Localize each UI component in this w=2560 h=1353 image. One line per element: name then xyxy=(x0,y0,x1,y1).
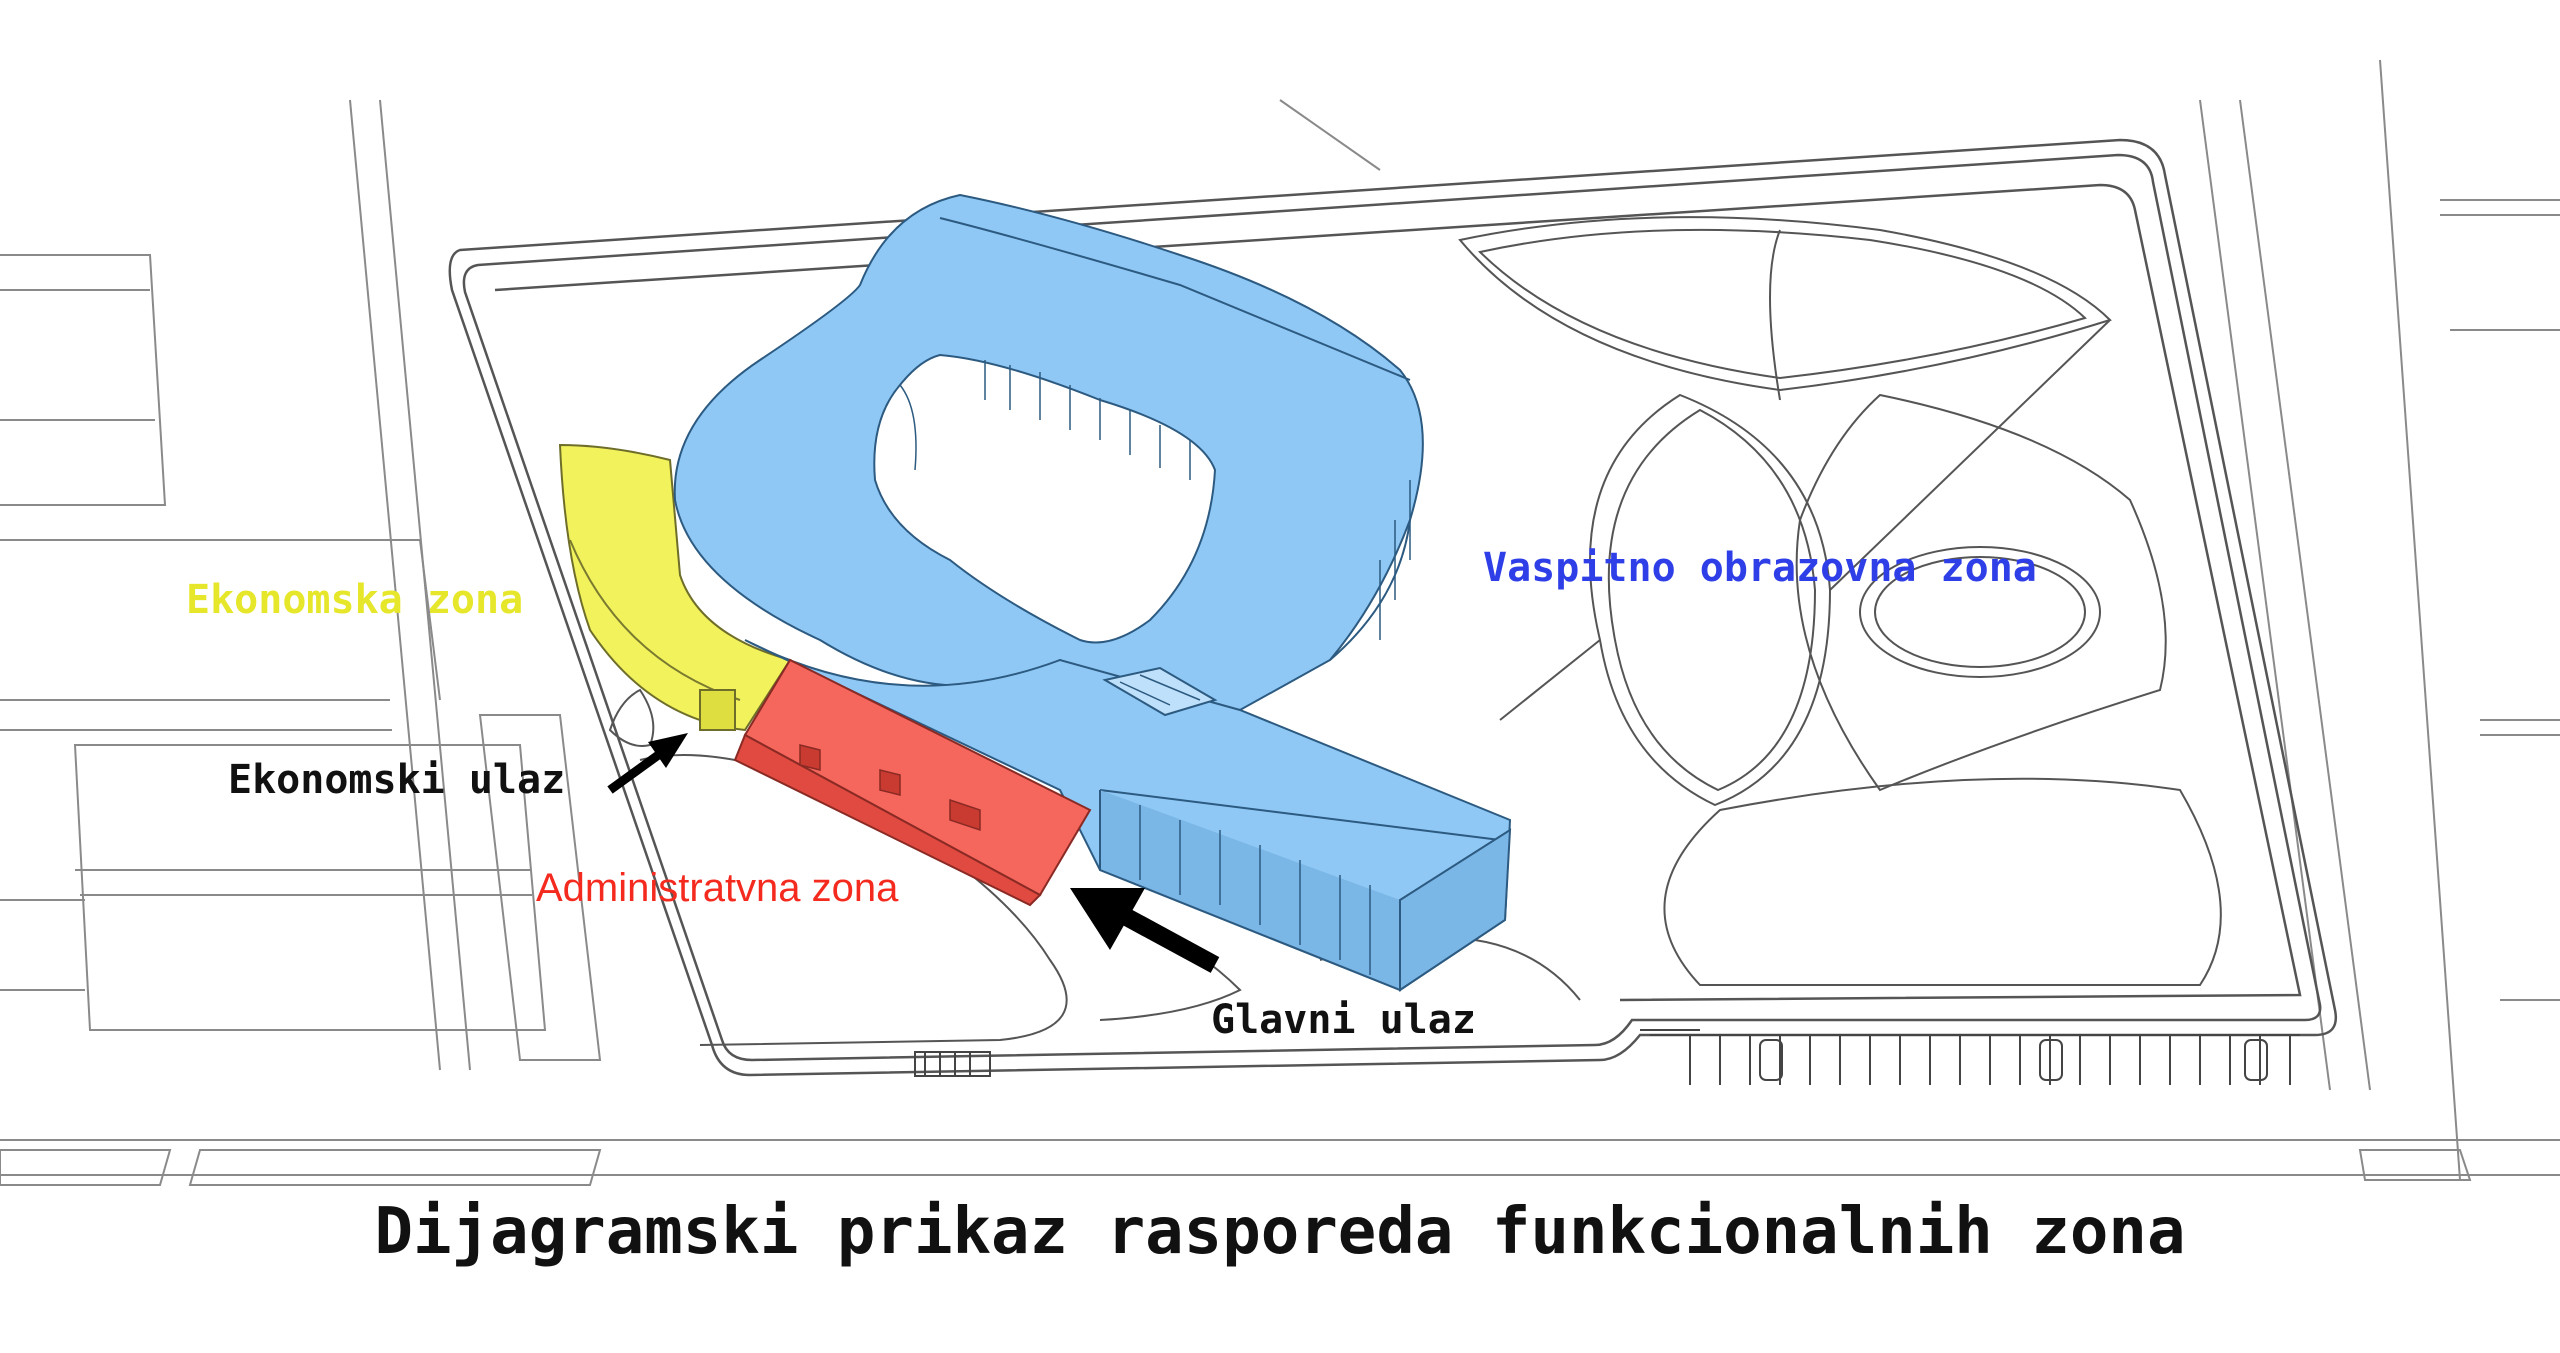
entrance-label-ekonomski: Ekonomski ulaz xyxy=(228,757,566,803)
diagram-title: Dijagramski prikaz rasporeda funkcionaln… xyxy=(374,1195,2186,1269)
entrance-label-glavni: Glavni ulaz xyxy=(1211,997,1476,1043)
zone-vaspitno-shape xyxy=(673,193,1512,992)
zone-administrativna-shape xyxy=(733,658,1092,907)
zone-label-vaspitno: Vaspitno obrazovna zona xyxy=(1483,545,2037,591)
arrow-icon xyxy=(1070,888,1220,973)
gate-and-parking xyxy=(914,1029,2300,1085)
plot-boundary xyxy=(448,138,2338,1077)
arrow-icon xyxy=(607,733,688,794)
zone-label-administrativna: Administratvna zona xyxy=(536,866,899,910)
context-lines xyxy=(0,59,2560,1186)
zone-ekonomska-shape xyxy=(558,443,792,732)
zone-label-ekonomska: Ekonomska zona xyxy=(186,577,524,623)
